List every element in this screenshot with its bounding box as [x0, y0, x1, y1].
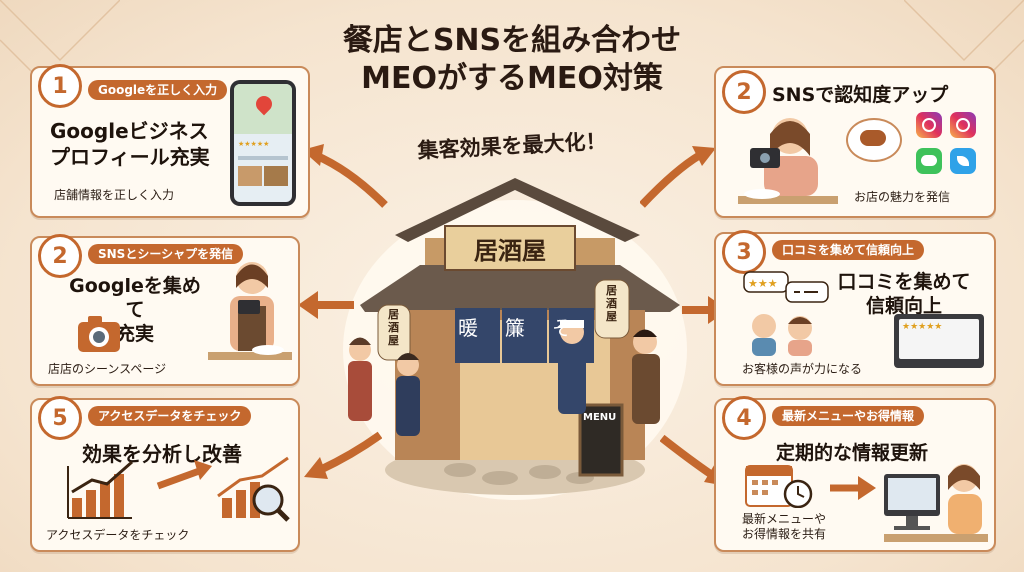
step-number-badge: 2: [38, 234, 82, 278]
step-number-badge: 4: [722, 396, 766, 440]
step-tag: 最新メニューやお得情報: [772, 406, 925, 426]
instagram-icon-2: [950, 112, 976, 138]
step-card-2-left: 2 SNSとシーシャプを発信 Googleを集めて 充実 店店のシーンスページ: [30, 234, 300, 386]
step-card-3: 3 口コミを集めて信頼向上 口コミを集めて 信頼向上 お客様の声が力になる ★★…: [714, 230, 996, 386]
noren-text-2: 簾: [505, 316, 525, 340]
arrow-right-icon: [830, 476, 876, 500]
noren-text-1: 暖: [458, 316, 478, 340]
step-heading: SNSで認知度アップ: [772, 84, 949, 106]
step-heading: Googleを集めて 充実: [69, 275, 201, 345]
lantern-text-right: 居酒屋: [606, 284, 617, 323]
phone-photo-woman-illustration: [738, 118, 838, 204]
svg-text:★★★: ★★★: [748, 277, 778, 290]
line-icon: [916, 148, 942, 174]
arrow-to-step-5: [304, 431, 382, 479]
review-stars-icon: ★★★: [743, 271, 829, 356]
staff-photo-illustration: [208, 262, 292, 360]
bird-icon: [950, 148, 976, 174]
step-caption: 店店のシーンスページ: [48, 362, 167, 376]
step-heading: 定期的な情報更新: [776, 442, 929, 464]
step-card-5: 5 アクセスデータをチェック 効果を分析し改善 アクセスデータをチェック: [30, 396, 300, 552]
step-card-1: 1 Googleを正しく入力 Googleビジネス プロフィール充実 店舗情報を…: [30, 64, 310, 218]
arrow-to-step-1: [302, 144, 388, 208]
shop-signboard: 居酒屋: [444, 225, 576, 271]
arrow-to-step-2: [298, 291, 354, 319]
food-plate-icon: [846, 118, 902, 162]
calendar-icon: [745, 465, 813, 508]
title-line-1: 餐店とSNSを組み合わせ: [342, 23, 682, 58]
step-caption: アクセスデータをチェック: [46, 528, 190, 542]
page-title: 餐店とSNSを組み合わせ MEOがするMEO対策: [322, 22, 702, 98]
laptop-review-icon: ★★★★★: [894, 314, 984, 368]
step-heading: 口コミを集めて 信頼向上: [837, 271, 971, 317]
step-number-badge: 3: [722, 230, 766, 274]
step-tag: アクセスデータをチェック: [88, 406, 252, 426]
arrow-to-step-2-right: [640, 146, 716, 208]
step-heading: Googleビジネス プロフィール充実: [50, 119, 210, 169]
step-tag: SNSとシーシャプを発信: [88, 244, 244, 264]
instagram-icon: [916, 112, 942, 138]
title-line-2: MEOがするMEO対策: [361, 61, 663, 96]
smartphone-map-icon: ★★★★★: [230, 80, 296, 206]
step-tag: 口コミを集めて信頼向上: [772, 240, 925, 260]
step-card-4: 4 最新メニューやお得情報 定期的な情報更新 最新メニューや お得情報を共有: [714, 396, 996, 552]
step-caption: お客様の声が力になる: [742, 362, 863, 376]
step-number-badge: 5: [38, 396, 82, 440]
computer-woman-illustration: [884, 464, 988, 542]
step-caption: お店の魅力を発信: [854, 190, 951, 204]
step-number-badge: 1: [38, 64, 82, 108]
step-tag: Googleを正しく入力: [88, 80, 228, 100]
menu-board-text: MENU: [583, 412, 617, 423]
step-card-2-right: 2 SNSで認知度アップ お店の魅力を発信: [714, 66, 996, 218]
phone-rating-stars: ★★★★★: [238, 140, 270, 148]
lantern-text-left: 居酒屋: [388, 308, 399, 347]
camera-icon: [78, 316, 120, 352]
step-heading: 効果を分析し改善: [82, 442, 242, 466]
izakaya-shop-illustration: [343, 178, 687, 500]
step-caption: 最新メニューや お得情報を共有: [742, 512, 827, 541]
step-caption: 店舗情報を正しく入力: [54, 188, 175, 202]
step-number-badge: 2: [722, 70, 766, 114]
noren-text-3: そ: [552, 316, 572, 340]
growth-chart-icon: [67, 456, 290, 522]
